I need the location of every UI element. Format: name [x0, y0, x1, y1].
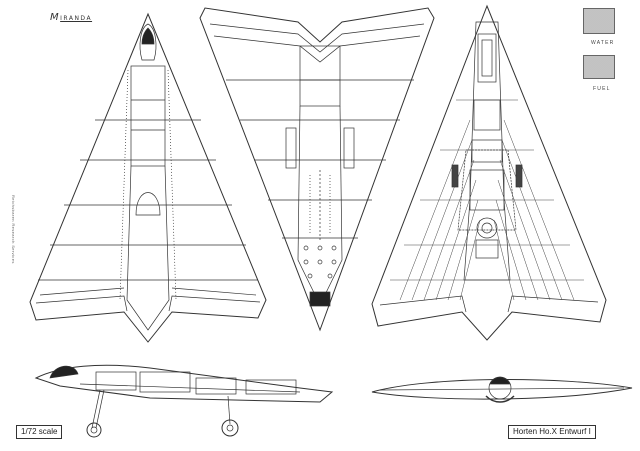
- wing-ribs: [390, 99, 584, 301]
- logo-initial: M: [50, 12, 61, 23]
- internal-view: [371, 4, 607, 341]
- water-swatch: [583, 8, 615, 34]
- logo-text: IRANDA: [60, 15, 93, 22]
- fuel-swatch: [583, 55, 615, 79]
- side-view: [34, 364, 334, 438]
- top-view: [29, 12, 267, 343]
- bottom-view: [199, 7, 435, 332]
- scale-label: 1/72 scale: [16, 425, 63, 439]
- miranda-logo: MIRANDA: [50, 12, 92, 23]
- side-credit: Reichsbaren Research Services: [11, 195, 16, 264]
- front-view: [371, 376, 633, 403]
- fuel-label: FUEL: [593, 86, 611, 92]
- water-label: WATER: [591, 40, 615, 46]
- drawing-title: Horten Ho.X Entwurf I: [508, 425, 596, 439]
